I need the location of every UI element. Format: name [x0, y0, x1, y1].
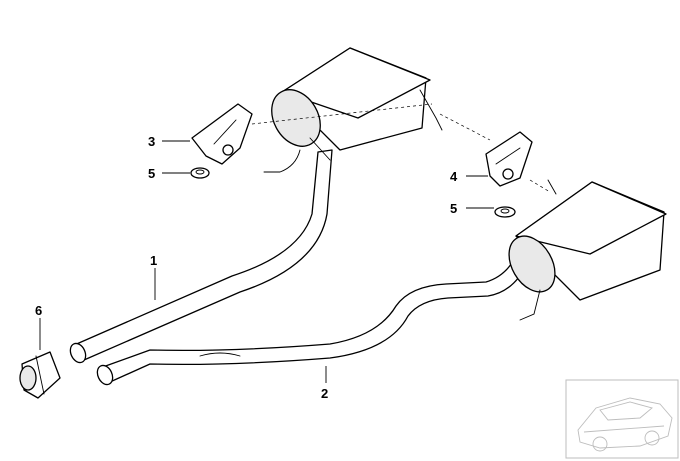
pipe-clamp [19, 351, 61, 399]
hanger-left [191, 103, 253, 165]
callout-hanger-right: 4 [450, 169, 458, 184]
grommet-right [494, 206, 516, 218]
front-pipe [69, 149, 333, 364]
callout-grommet-right: 5 [450, 201, 457, 216]
grommet-left [190, 167, 210, 179]
hanger-right [485, 131, 533, 187]
rear-muffler [508, 179, 667, 321]
callout-front-pipe: 1 [150, 253, 157, 268]
callout-hanger-left: 3 [148, 134, 155, 149]
callout-rear-pipe: 2 [321, 386, 328, 401]
callout-clamp: 6 [35, 303, 42, 318]
front-muffler [263, 47, 443, 173]
callout-grommet-left: 5 [148, 166, 155, 181]
vehicle-thumbnail [565, 379, 679, 459]
